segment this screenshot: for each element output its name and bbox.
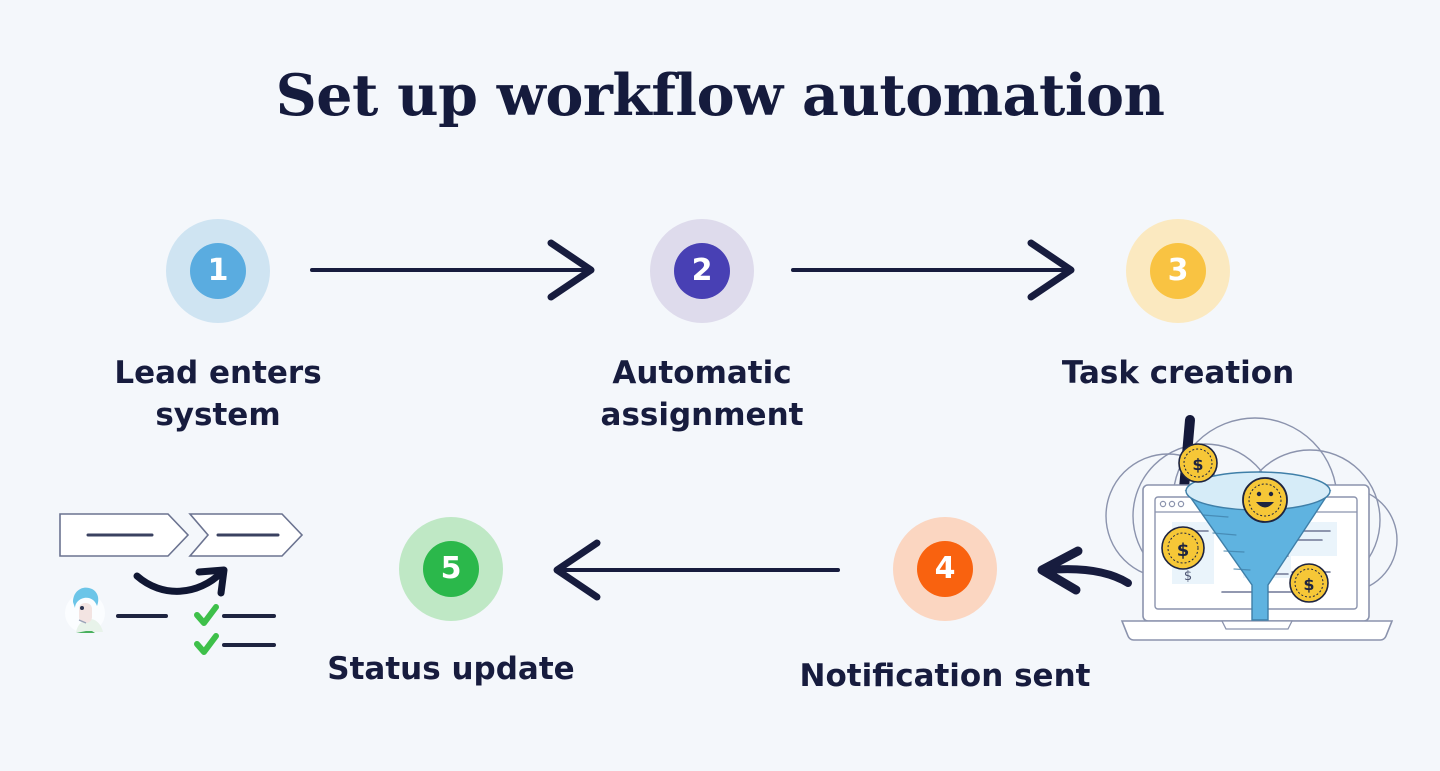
check-item	[194, 633, 276, 655]
check-item	[194, 604, 276, 626]
orbit-circle	[1105, 417, 1398, 593]
arrow-step4-to-step5	[553, 539, 840, 601]
step-label-4: Notification sent	[799, 658, 1091, 694]
funnel	[1184, 471, 1332, 621]
step-node-1[interactable]: 1	[166, 219, 270, 323]
step-node-3[interactable]: 3	[1126, 219, 1230, 323]
step-number-4: 4	[917, 541, 973, 597]
arrow-step2-to-step3	[791, 239, 1075, 301]
step-number-5: 5	[423, 541, 479, 597]
coin-dollar: $	[1289, 563, 1329, 603]
chevron-banner	[59, 513, 190, 557]
arrow-illustration-to-step4	[1037, 546, 1132, 595]
step-number-2: 2	[674, 243, 730, 299]
coin-smiley	[1242, 477, 1288, 523]
curved-arrow	[133, 566, 228, 597]
svg-text:$: $	[1192, 455, 1203, 474]
step-label-1: Lead enters system	[114, 355, 322, 433]
step-number-1: 1	[190, 243, 246, 299]
coin-dollar: $	[1178, 443, 1218, 483]
avatar	[65, 587, 105, 633]
arrow-step1-to-step2	[310, 239, 595, 301]
step-label-5: Status update	[327, 651, 575, 687]
funnel-pole	[1178, 415, 1195, 505]
step-label-3: Task creation	[1061, 355, 1295, 391]
step-node-4[interactable]: 4	[893, 517, 997, 621]
coin-dollar: $ $	[1161, 526, 1205, 584]
step-node-2[interactable]: 2	[650, 219, 754, 323]
step-node-5[interactable]: 5	[399, 517, 503, 621]
page-title: Set up workflow automation	[275, 62, 1165, 129]
svg-text:$: $	[1177, 540, 1190, 561]
step-label-2: Automatic assignment	[600, 355, 804, 433]
chevron-banner	[188, 513, 304, 557]
svg-text:$: $	[1184, 569, 1192, 584]
step-number-3: 3	[1150, 243, 1206, 299]
laptop	[1120, 484, 1394, 641]
svg-text:$: $	[1303, 575, 1314, 594]
